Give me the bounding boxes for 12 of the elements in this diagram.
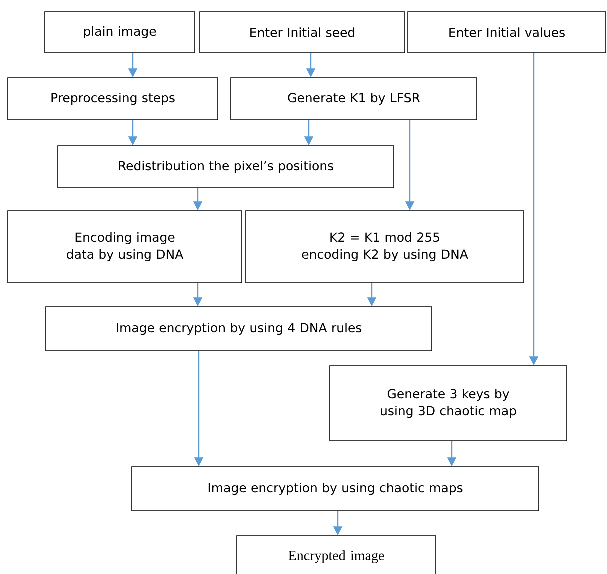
process-box: Generate 3 keys by using 3D chaotic map	[330, 366, 568, 442]
process-box: Preprocessing steps	[8, 78, 218, 120]
process-box: Enter Initial values	[408, 12, 606, 54]
process-box: plain image	[44, 12, 196, 54]
process-box: Image encryption by using chaotic maps	[132, 466, 540, 512]
process-box: Enter Initial seed	[200, 12, 406, 54]
process-box: Redistribution the pixel’s positions	[58, 146, 394, 188]
process-box: Encoding image data by using DNA	[8, 210, 242, 284]
process-box: Generate K1 by LFSR	[230, 78, 478, 120]
process-box: K2 = K1 mod 255 encoding K2 by using DNA	[246, 210, 524, 284]
process-box: Encrypted image	[236, 536, 436, 574]
process-box: Image encryption by using 4 DNA rules	[46, 306, 432, 352]
